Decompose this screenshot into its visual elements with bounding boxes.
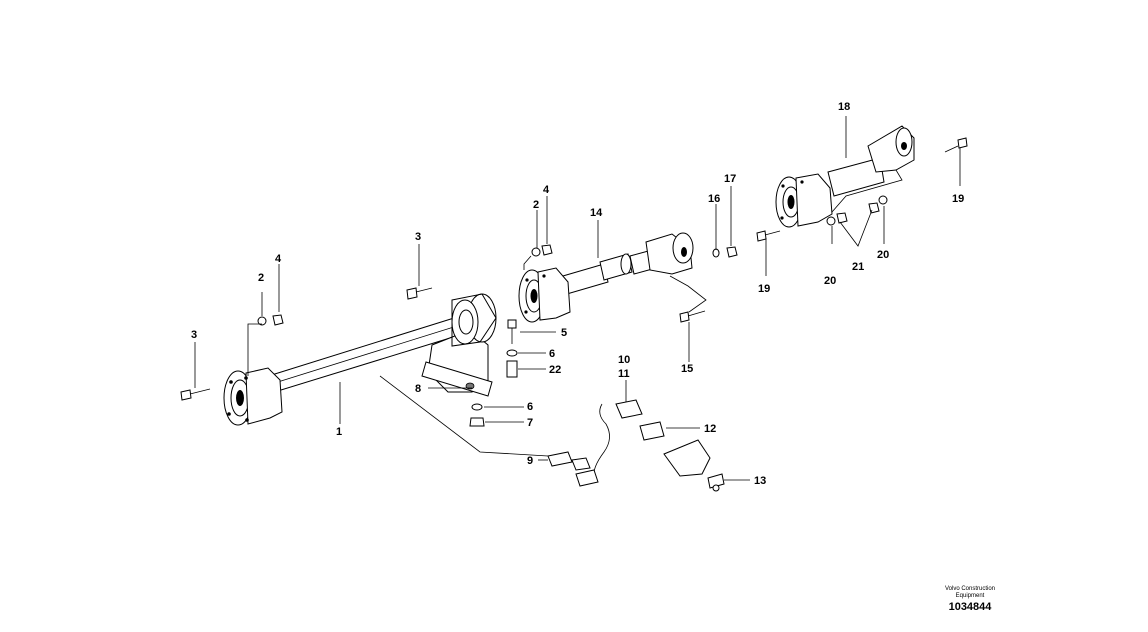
label-10: 10 — [618, 354, 630, 366]
label-2-left: 2 — [258, 272, 264, 284]
label-9: 9 — [527, 455, 533, 467]
label-11: 11 — [618, 368, 630, 380]
label-21: 21 — [852, 261, 864, 273]
label-16: 16 — [708, 193, 720, 205]
label-18: 18 — [838, 101, 850, 113]
intermediate-shaft-14 — [518, 232, 694, 323]
label-19-left: 19 — [758, 283, 770, 295]
label-15: 15 — [681, 363, 693, 375]
label-5: 5 — [561, 327, 567, 339]
front-flange-yoke — [223, 367, 283, 426]
label-14: 14 — [590, 207, 603, 219]
rear-shaft-18 — [775, 125, 915, 228]
center-bearing-bracket — [421, 293, 497, 397]
label-8: 8 — [415, 383, 421, 395]
label-4-left: 4 — [275, 253, 282, 265]
label-17: 17 — [724, 173, 736, 185]
label-2-center: 2 — [533, 199, 539, 211]
label-12: 12 — [704, 423, 716, 435]
label-6-upper: 6 — [549, 348, 555, 360]
label-3-center: 3 — [415, 231, 421, 243]
lubrication-line — [547, 399, 725, 492]
label-6-lower: 6 — [527, 401, 533, 413]
label-3-left: 3 — [191, 329, 197, 341]
document-number: 1034844 — [948, 601, 992, 613]
label-20-right: 20 — [877, 249, 889, 261]
leader-lines — [194, 116, 961, 481]
label-7: 7 — [527, 417, 533, 429]
label-20-left: 20 — [824, 275, 836, 287]
label-1: 1 — [336, 426, 342, 438]
label-19-right: 19 — [952, 193, 964, 205]
brand-caption: Volvo Construction Equipment — [944, 586, 996, 599]
label-22: 22 — [549, 364, 561, 376]
label-13: 13 — [754, 475, 766, 487]
callout-labels: 1 2 4 3 3 2 4 14 16 17 15 5 6 22 8 6 7 9… — [191, 101, 964, 487]
label-4-center: 4 — [543, 184, 550, 196]
